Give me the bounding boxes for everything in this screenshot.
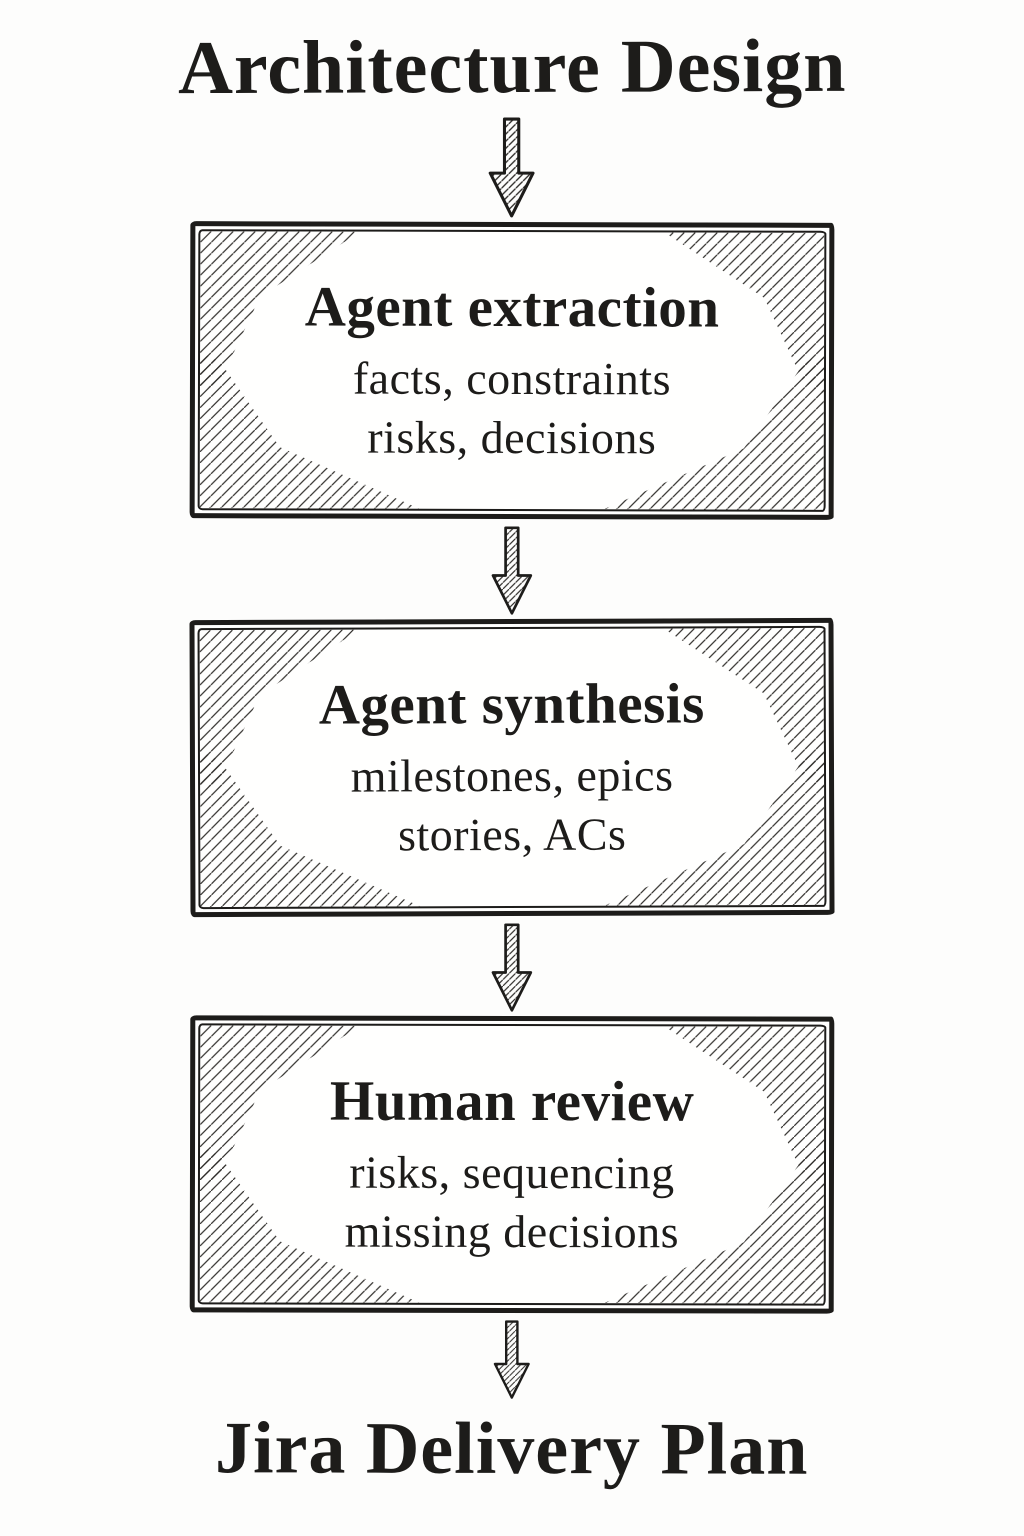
node-detail: milestones, epics — [350, 749, 674, 802]
node-inner-frame: Human review risks, sequencing missing d… — [197, 1022, 827, 1306]
node-content: Agent extraction facts, constraints risk… — [200, 231, 825, 510]
node-inner-frame: Agent extraction facts, constraints risk… — [197, 228, 827, 512]
node-detail: facts, constraints — [352, 352, 672, 405]
node-title: Agent extraction — [304, 274, 720, 339]
node-title: Agent synthesis — [318, 671, 705, 737]
node-content: Human review risks, sequencing missing d… — [200, 1025, 825, 1303]
down-block-arrow-icon — [494, 1319, 530, 1399]
down-block-arrow-icon — [491, 923, 533, 1012]
sink-node-label: Jira Delivery Plan — [215, 1406, 809, 1491]
node-detail: stories, ACs — [397, 808, 627, 861]
node-detail: missing decisions — [344, 1205, 680, 1258]
node-agent-extraction: Agent extraction facts, constraints risk… — [189, 220, 835, 520]
down-block-arrow-icon — [489, 117, 535, 218]
node-human-review: Human review risks, sequencing missing d… — [189, 1014, 835, 1314]
node-detail: risks, decisions — [367, 411, 657, 464]
node-agent-synthesis: Agent synthesis milestones, epics storie… — [189, 617, 835, 917]
down-block-arrow-icon — [491, 526, 533, 615]
node-title: Human review — [329, 1069, 695, 1133]
source-node-label: Architecture Design — [177, 23, 847, 111]
node-detail: risks, sequencing — [349, 1146, 675, 1199]
node-content: Agent synthesis milestones, epics storie… — [200, 628, 825, 907]
node-inner-frame: Agent synthesis milestones, epics storie… — [197, 625, 827, 909]
